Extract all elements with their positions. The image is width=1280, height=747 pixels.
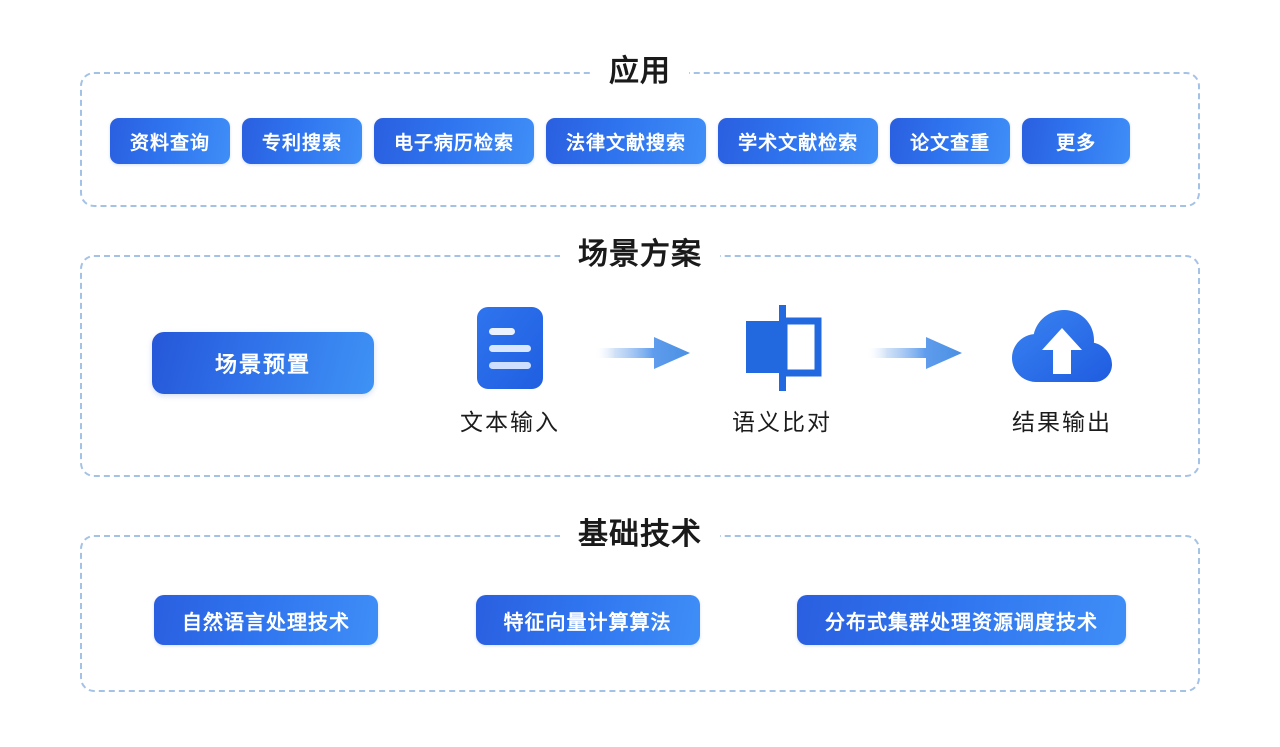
- compare-squares-icon: [702, 305, 862, 391]
- arrow-right-icon-2: [866, 335, 962, 371]
- foundation-button-nlp[interactable]: 自然语言处理技术: [154, 595, 378, 645]
- section-foundation-title: 基础技术: [560, 513, 720, 557]
- cloud-upload-icon: [982, 305, 1142, 391]
- app-button-plagiarism-check[interactable]: 论文查重: [890, 118, 1011, 164]
- foundation-button-feature-vector[interactable]: 特征向量计算算法: [475, 595, 700, 645]
- section-application: 应用 资料查询 专利搜索 电子病历检索 法律文献搜索 学术文献检索 论文查重 更…: [80, 50, 1200, 207]
- arrow-right-icon: [594, 335, 690, 371]
- flow-step-text-input-label: 文本输入: [460, 409, 560, 435]
- scenario-preset-button[interactable]: 场景预置: [152, 332, 374, 394]
- section-scenario: 场景方案 场景预置: [80, 233, 1200, 477]
- foundation-button-row: 自然语言处理技术 特征向量计算算法 分布式集群处理资源调度技术: [154, 595, 1126, 645]
- flow-step-semantic-compare-label: 语义比对: [732, 409, 832, 435]
- app-button-data-query[interactable]: 资料查询: [110, 118, 231, 164]
- document-lines-icon: [430, 305, 590, 391]
- section-scenario-title: 场景方案: [560, 233, 720, 277]
- app-button-emr-retrieval[interactable]: 电子病历检索: [374, 118, 535, 164]
- flow-step-result-output-label: 结果输出: [1012, 409, 1112, 435]
- section-application-title: 应用: [591, 50, 689, 94]
- foundation-button-distributed[interactable]: 分布式集群处理资源调度技术: [797, 595, 1126, 645]
- app-button-academic-search[interactable]: 学术文献检索: [718, 118, 879, 164]
- flow-step-semantic-compare: 语义比对: [702, 305, 862, 437]
- flow-step-result-output: 结果输出: [982, 305, 1142, 437]
- app-button-legal-search[interactable]: 法律文献搜索: [546, 118, 707, 164]
- application-button-row: 资料查询 专利搜索 电子病历检索 法律文献搜索 学术文献检索 论文查重 更多: [110, 118, 1170, 164]
- flow-step-text-input: 文本输入: [430, 305, 590, 437]
- app-button-more[interactable]: 更多: [1022, 118, 1131, 164]
- app-button-patent-search[interactable]: 专利搜索: [242, 118, 363, 164]
- section-foundation: 基础技术 自然语言处理技术 特征向量计算算法 分布式集群处理资源调度技术: [80, 513, 1200, 692]
- scenario-flow: 场景预置: [82, 257, 1198, 475]
